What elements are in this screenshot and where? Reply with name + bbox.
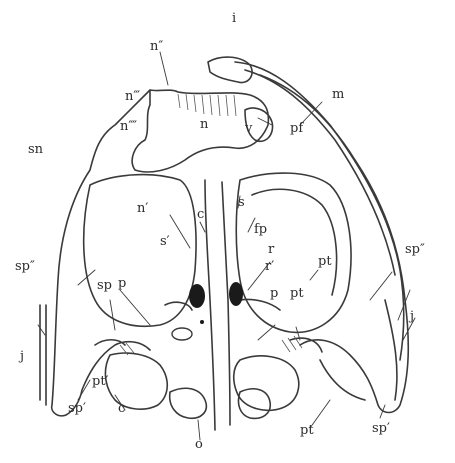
small-foramen bbox=[172, 328, 192, 340]
label-sn: sn bbox=[28, 142, 44, 157]
label-pt-bottom: pt bbox=[300, 423, 314, 438]
median-septum bbox=[205, 180, 215, 430]
label-n4: n⁗ bbox=[120, 119, 137, 134]
label-p-left: p bbox=[118, 276, 126, 291]
label-r1: r′ bbox=[265, 259, 274, 274]
label-s1: s′ bbox=[160, 234, 170, 249]
label-pt1: pt′ bbox=[92, 374, 109, 389]
basal-left bbox=[105, 353, 167, 409]
skull-outline-right bbox=[260, 75, 408, 413]
label-pf: pf bbox=[290, 121, 304, 136]
right-orbit bbox=[236, 173, 351, 332]
label-c-top: c bbox=[197, 207, 204, 222]
maxilla-curve bbox=[235, 62, 404, 360]
label-sp2-left: sp″ bbox=[15, 259, 35, 274]
occipital-right bbox=[238, 389, 270, 419]
label-n: n bbox=[200, 117, 209, 132]
nasal-hatching bbox=[178, 94, 236, 116]
label-o: o bbox=[195, 437, 203, 452]
right-jugal bbox=[385, 300, 397, 400]
label-n3: n‴ bbox=[125, 89, 140, 104]
label-r: r bbox=[268, 242, 275, 257]
label-sp2-right: sp″ bbox=[405, 242, 425, 257]
label-v: v bbox=[244, 121, 253, 136]
label-pt-right-inner: pt bbox=[290, 286, 304, 301]
right-orbit-inner bbox=[252, 189, 337, 295]
pterygoid-lower bbox=[320, 360, 365, 400]
label-j-left: j bbox=[18, 349, 24, 364]
label-sp1-left: sp′ bbox=[68, 401, 86, 416]
skull-outline-left bbox=[52, 90, 150, 416]
label-n2: n″ bbox=[150, 39, 163, 54]
left-foramen bbox=[189, 284, 205, 308]
label-m: m bbox=[332, 87, 344, 102]
pterygoid-hatching bbox=[120, 336, 302, 355]
label-sp1-right: sp′ bbox=[372, 421, 390, 436]
label-fp: fp bbox=[254, 222, 267, 237]
right-foramen bbox=[229, 282, 243, 306]
left-orbit bbox=[84, 175, 196, 327]
dot-marker bbox=[200, 320, 204, 324]
pterygoid-left bbox=[95, 340, 125, 345]
palatine-left bbox=[165, 302, 192, 310]
basal-right bbox=[234, 356, 299, 410]
label-sp-left: sp bbox=[97, 278, 112, 293]
label-p-right: p bbox=[270, 286, 278, 301]
label-i: i bbox=[232, 11, 236, 26]
occipital bbox=[170, 388, 207, 418]
label-j-right: j bbox=[408, 309, 414, 324]
label-n1: n′ bbox=[137, 201, 148, 216]
label-s: s bbox=[238, 195, 245, 210]
label-c-bottom: c bbox=[118, 401, 125, 416]
label-pt-right: pt bbox=[318, 254, 332, 269]
median-septum-right bbox=[222, 182, 230, 425]
left-jugal bbox=[40, 305, 46, 405]
